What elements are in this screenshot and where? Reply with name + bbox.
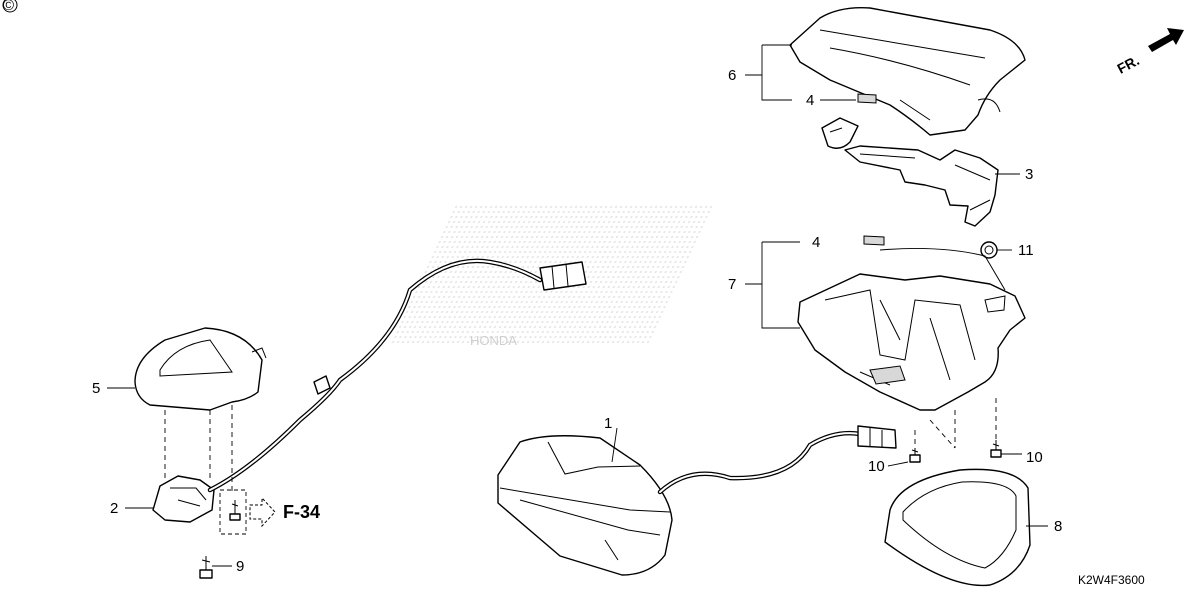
part-2-sensor <box>152 475 215 523</box>
wire-harness-left <box>207 258 587 493</box>
watermark-text: HONDA <box>470 333 517 348</box>
leader-lines <box>107 44 1048 567</box>
front-arrow-icon <box>1148 28 1184 52</box>
part-1-tail-light <box>497 435 673 576</box>
callout-8: 8 <box>1054 518 1062 535</box>
callout-9: 9 <box>236 558 244 575</box>
callout-10-left: 10 <box>868 458 885 475</box>
callout-3: 3 <box>1025 166 1033 183</box>
callout-2: 2 <box>110 500 118 517</box>
part-8-lens <box>884 468 1031 587</box>
callout-5: 5 <box>92 380 100 397</box>
part-5-cover <box>134 327 267 411</box>
part-7-lower-housing <box>797 247 1026 411</box>
small-screw-f34 <box>229 500 241 521</box>
wire-harness-right <box>657 425 897 495</box>
part-4-pad-upper <box>857 93 877 104</box>
reference-f34: F-34 <box>219 489 320 535</box>
reference-label: F-34 <box>283 502 320 522</box>
callout-10-right: 10 <box>1026 449 1043 466</box>
direction-label: FR. <box>1114 52 1141 77</box>
callout-4-upper: 4 <box>806 92 814 109</box>
part-10-bolt-right <box>990 440 1002 458</box>
callout-labels: 1 2 3 4 4 5 6 7 8 9 10 10 11 <box>92 67 1062 575</box>
part-4-pad-lower <box>863 235 885 246</box>
copyright-mark: © <box>2 0 18 14</box>
part-6-upper-cover <box>789 7 1026 136</box>
part-9-screw <box>199 556 213 579</box>
callout-4-lower: 4 <box>812 234 820 251</box>
diagram-code: K2W4F3600 <box>1078 573 1145 587</box>
part-10-bolt-left <box>909 448 921 463</box>
callout-11: 11 <box>1018 242 1034 259</box>
copyright-symbol: © <box>3 0 14 14</box>
front-direction-indicator: FR. <box>1114 28 1184 77</box>
callout-7: 7 <box>728 276 736 293</box>
callout-6: 6 <box>728 67 736 84</box>
callout-1: 1 <box>604 415 612 432</box>
part-3-bracket <box>821 117 999 227</box>
